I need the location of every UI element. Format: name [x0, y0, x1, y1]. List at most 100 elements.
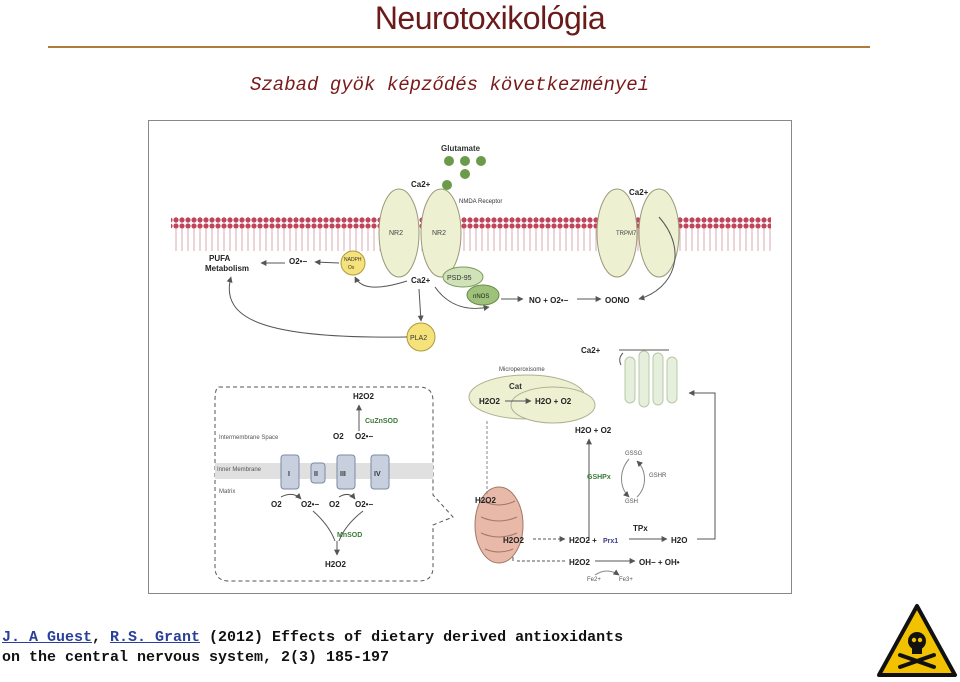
author-link-grant[interactable]: R.S. Grant — [110, 629, 201, 646]
page-title: Neurotoxikológia — [374, 0, 606, 36]
nr2-receptor — [378, 188, 420, 278]
inner-membrane-label: Inner Membrane — [217, 467, 262, 473]
glutamate-dot — [476, 156, 486, 166]
glutamate-dot — [442, 180, 452, 190]
nr2-label: NR2 — [389, 230, 403, 237]
mitochondrion — [474, 486, 524, 564]
arrow — [621, 458, 630, 498]
mitochondrion-cristae — [480, 500, 518, 553]
hydroxyl-products-label: OH− + OH• — [639, 558, 680, 567]
arrow — [434, 286, 490, 311]
arrow — [636, 460, 645, 498]
pathway-diagram: Glutamate NMDA Receptor NR2 NR2 TRPM7 Ca… — [171, 144, 771, 583]
toxic-hazard-icon — [877, 604, 957, 677]
oxygen-label: O2 — [329, 500, 340, 509]
nadph-label: NADPH — [344, 257, 362, 263]
arrow — [338, 492, 356, 500]
nnos-label: nNOS — [473, 294, 489, 300]
nr2-receptor — [420, 188, 462, 278]
trpm7-channel — [638, 188, 680, 278]
calcium-label: Ca2+ — [581, 346, 601, 355]
h2o2-label: H2O2 — [325, 560, 346, 569]
complex-i — [280, 454, 300, 490]
gshr-label: GSHR — [649, 473, 667, 479]
peroxynitrite-label: OONO — [605, 296, 629, 305]
tpx-label: TPx — [633, 524, 648, 533]
arrow — [638, 216, 676, 301]
arrow — [226, 276, 408, 338]
superoxide-label: O2•− — [301, 500, 319, 509]
arrow — [688, 390, 716, 540]
matrix-label: Matrix — [219, 489, 235, 495]
oxygen-label: O2 — [333, 432, 344, 441]
microperoxisome-label: Microperoxisome — [499, 367, 545, 373]
glutamate-label: Glutamate — [441, 144, 481, 153]
mitochondria-inset — [214, 386, 454, 582]
arrow — [619, 352, 624, 366]
er-organelle-icon — [624, 350, 678, 408]
superoxide-label: O2•− — [355, 432, 373, 441]
water-oxygen-label: H2O + O2 — [535, 397, 572, 406]
citation-line-1: J. A Guest, R.S. Grant (2012) Effects of… — [2, 628, 623, 648]
complex-label: III — [340, 471, 346, 478]
complex-iii — [336, 454, 356, 490]
h2o2-label: H2O2 — [479, 397, 500, 406]
cell-membrane — [171, 217, 771, 251]
oxygen-label: O2 — [271, 500, 282, 509]
author-link-guest[interactable]: J. A Guest — [2, 629, 93, 646]
no-superoxide-label: NO + O2•− — [529, 296, 569, 305]
metabolism-label: Metabolism — [205, 264, 249, 273]
pla2-label: PLA2 — [410, 335, 427, 342]
catalase-label: Cat — [509, 382, 522, 391]
arrow — [594, 569, 620, 576]
arrow — [280, 493, 302, 500]
citation-line-2: on the central nervous system, 2(3) 185-… — [2, 649, 390, 666]
prx1-label: Prx1 — [603, 538, 618, 545]
iron-iii-label: Fe3+ — [619, 577, 633, 583]
nnos-enzyme — [466, 284, 500, 306]
page-subtitle: Szabad gyök képződés következményei — [250, 74, 650, 96]
pufa-label: PUFA — [209, 254, 231, 263]
mnsod-label: MnSOD — [337, 532, 362, 539]
arrow — [312, 510, 336, 542]
h2o2-label: H2O2 — [503, 536, 524, 545]
glutamate-dot — [460, 156, 470, 166]
calcium-label: Ca2+ — [411, 180, 431, 189]
cuznsod-label: CuZnSOD — [365, 418, 398, 425]
gsh-label: GSH — [625, 499, 638, 505]
intermembrane-label: Intermembrane Space — [219, 435, 279, 441]
microperoxisome-lobe — [510, 386, 596, 424]
gshpx-label: GSHPx — [587, 474, 611, 481]
h2o2-label: H2O2 — [569, 558, 590, 567]
citation-title: (2012) Effects of dietary derived antiox… — [200, 629, 624, 646]
arrow — [314, 259, 340, 266]
gssg-label: GSSG — [625, 451, 643, 457]
nmda-receptor-label: NMDA Receptor — [459, 199, 502, 205]
calcium-label: Ca2+ — [411, 276, 431, 285]
h2o2-label: H2O2 + — [569, 536, 597, 545]
author-separator: , — [92, 629, 111, 646]
arrow — [354, 276, 408, 288]
glutamate-dot — [444, 156, 454, 166]
h2o2-label: H2O2 — [353, 392, 374, 401]
citation: J. A Guest, R.S. Grant (2012) Effects of… — [2, 628, 623, 668]
nadph-oxidase — [340, 250, 366, 276]
arrow — [338, 510, 364, 542]
nr2-label: NR2 — [432, 230, 446, 237]
complex-label: II — [314, 471, 318, 478]
h2o2-label: H2O2 — [475, 496, 496, 505]
complex-label: IV — [374, 471, 381, 478]
title-divider — [48, 46, 870, 48]
water-oxygen-label: H2O + O2 — [575, 426, 612, 435]
arrow — [417, 288, 424, 322]
superoxide-label: O2•− — [355, 500, 373, 509]
trpm7-channel — [596, 188, 638, 278]
complex-iv — [370, 454, 390, 490]
complex-label: I — [288, 471, 290, 478]
ox-label: Ox — [348, 265, 355, 271]
psd95-label: PSD-95 — [447, 275, 472, 282]
psd95-protein — [442, 266, 484, 288]
complex-ii — [310, 462, 326, 484]
water-label: H2O — [671, 536, 687, 545]
calcium-label: Ca2+ — [629, 188, 649, 197]
